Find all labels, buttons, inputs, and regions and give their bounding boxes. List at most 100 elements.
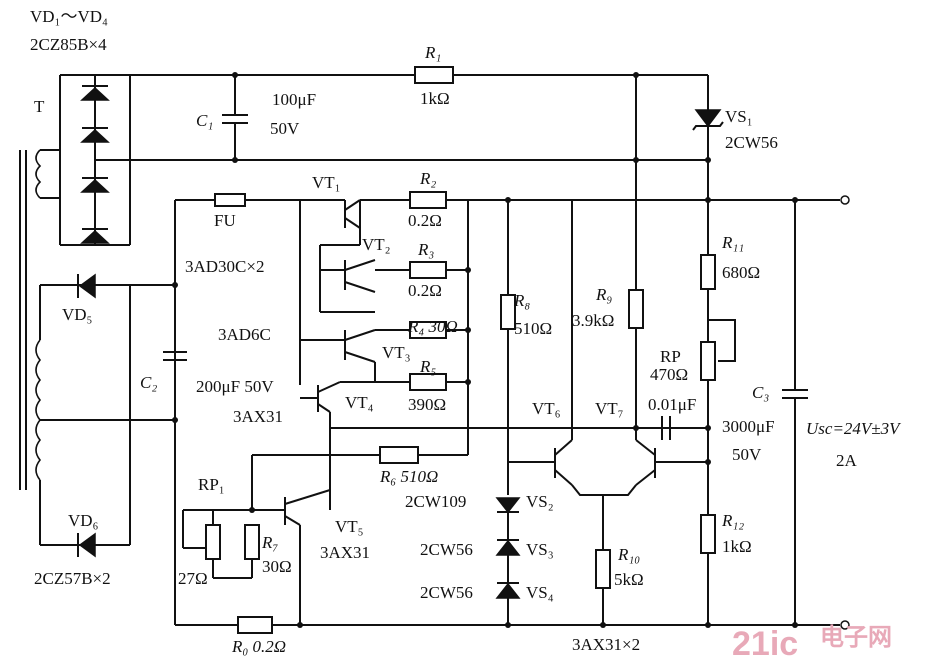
label-vs1-model: 2CW56 — [725, 133, 778, 152]
label-c3-value: 3000μF — [722, 417, 775, 436]
label-c3-voltage: 50V — [732, 445, 762, 464]
label-rp1-value: 27Ω — [178, 569, 208, 588]
label-r12-value: 1kΩ — [722, 537, 752, 556]
label-vd-model: 2CZ85B×4 — [30, 35, 107, 54]
label-r11-value: 680Ω — [722, 263, 760, 282]
diode-vd6 — [40, 285, 131, 558]
label-r9: R₉ — [595, 285, 612, 304]
label-r11: R₁₁ — [721, 233, 744, 252]
label-r10: R₁₀ — [617, 545, 640, 564]
label-r8: R₈ — [513, 291, 530, 310]
label-transformer: T — [34, 97, 45, 116]
label-vs2-model: 2CW109 — [405, 492, 466, 511]
label-r2: R₂ — [419, 169, 436, 188]
label-c1-voltage: 50V — [270, 119, 300, 138]
resistor-r9 — [628, 289, 644, 329]
output-terminal-negative — [840, 620, 850, 630]
diode-vd5 — [40, 273, 175, 299]
label-vt4-model: 3AX31 — [233, 407, 283, 426]
fuse-fu — [214, 193, 246, 207]
label-vd5: VD₅ — [62, 305, 93, 324]
label-fu: FU — [214, 211, 236, 230]
resistor-r10 — [595, 549, 611, 589]
output-terminal-positive — [840, 195, 850, 205]
label-c1-value: 100μF — [272, 90, 316, 109]
label-c2: C₂ — [140, 373, 157, 392]
potentiometer-rp — [700, 341, 716, 381]
label-r10-value: 5kΩ — [614, 570, 644, 589]
label-vd6-model: 2CZ57B×2 — [34, 569, 111, 588]
transformer — [19, 149, 175, 545]
label-vs1: VS₁ — [725, 107, 753, 126]
label-vs3: VS₃ — [526, 540, 554, 559]
label-vt3-model: 3AD6C — [218, 325, 271, 344]
capacitor-c1 — [222, 75, 248, 160]
label-vt67-model: 3AX31×2 — [572, 635, 640, 654]
label-vt5-model: 3AX31 — [320, 543, 370, 562]
label-rp1: RP₁ — [198, 475, 225, 494]
label-r1-value: 1kΩ — [420, 89, 450, 108]
label-c1: C₁ — [196, 111, 213, 130]
label-rp: RP — [660, 347, 681, 366]
label-output-current: 2A — [836, 451, 858, 470]
label-vt2: VT₂ — [362, 235, 391, 254]
label-vt5: VT₅ — [335, 517, 364, 536]
resistor-r2 — [409, 191, 447, 209]
label-vt4: VT₄ — [345, 393, 374, 412]
label-c3: C₃ — [752, 383, 769, 402]
label-r8-value: 510Ω — [514, 319, 552, 338]
label-vt7: VT₇ — [595, 399, 624, 418]
resistor-r7 — [244, 524, 260, 560]
label-vs4-model: 2CW56 — [420, 583, 473, 602]
label-r5-value: 390Ω — [408, 395, 446, 414]
label-r6: R₆ 510Ω — [379, 467, 438, 486]
transistor-vt4 — [300, 381, 341, 413]
resistor-r5 — [409, 373, 447, 391]
label-r3: R₃ — [417, 240, 434, 259]
bridge-rectifier — [59, 74, 131, 246]
resistor-r1 — [414, 66, 454, 84]
watermark-21ic: 21ic — [732, 625, 798, 662]
label-r12: R₁₂ — [721, 511, 744, 530]
resistor-r6 — [379, 446, 419, 464]
resistor-r8 — [500, 294, 516, 330]
label-r9-value: 3.9kΩ — [572, 311, 614, 330]
label-r5: R₅ — [419, 357, 436, 376]
label-vs4: VS₄ — [526, 583, 554, 602]
label-r7: R₇ — [261, 533, 278, 552]
label-c-coupling: 0.01μF — [648, 395, 696, 414]
label-rp-value: 470Ω — [650, 365, 688, 384]
label-r1: R₁ — [424, 43, 441, 62]
label-vd1-vd4: VD₁～VD₄ — [30, 7, 108, 26]
resistor-r12 — [700, 514, 716, 554]
label-r2-value: 0.2Ω — [408, 211, 442, 230]
watermark-text: 电子网 — [820, 623, 892, 651]
transistor-vt7 — [635, 439, 708, 486]
label-vd6: VD₆ — [68, 511, 99, 530]
transistor-vt3 — [300, 329, 376, 363]
label-vt2-model: 3AD30C×2 — [185, 257, 264, 276]
transistor-vt1 — [300, 199, 380, 245]
label-r0: R₀ 0.2Ω — [231, 637, 286, 656]
capacitor-c3 — [782, 200, 808, 625]
transistor-vt6 — [554, 200, 573, 486]
label-c2-value: 200μF 50V — [196, 377, 274, 396]
transistor-vt2 — [320, 259, 376, 293]
label-output-voltage: Usc=24V±3V — [806, 419, 902, 438]
label-vt1: VT₁ — [312, 173, 341, 192]
resistor-r0 — [237, 616, 273, 634]
label-r3-value: 0.2Ω — [408, 281, 442, 300]
label-r4: R₄ 30Ω — [407, 317, 458, 336]
transistor-vt5 — [252, 489, 331, 526]
potentiometer-rp1 — [205, 524, 221, 560]
zener-vs1 — [692, 75, 724, 200]
label-vs2: VS₂ — [526, 492, 554, 511]
resistor-r11 — [700, 254, 716, 290]
capacitor-c2 — [163, 351, 187, 361]
label-vt3: VT₃ — [382, 343, 411, 362]
label-r7-value: 30Ω — [262, 557, 292, 576]
label-vt6: VT₆ — [532, 399, 561, 418]
label-vs3-model: 2CW56 — [420, 540, 473, 559]
resistor-r3 — [409, 261, 447, 279]
